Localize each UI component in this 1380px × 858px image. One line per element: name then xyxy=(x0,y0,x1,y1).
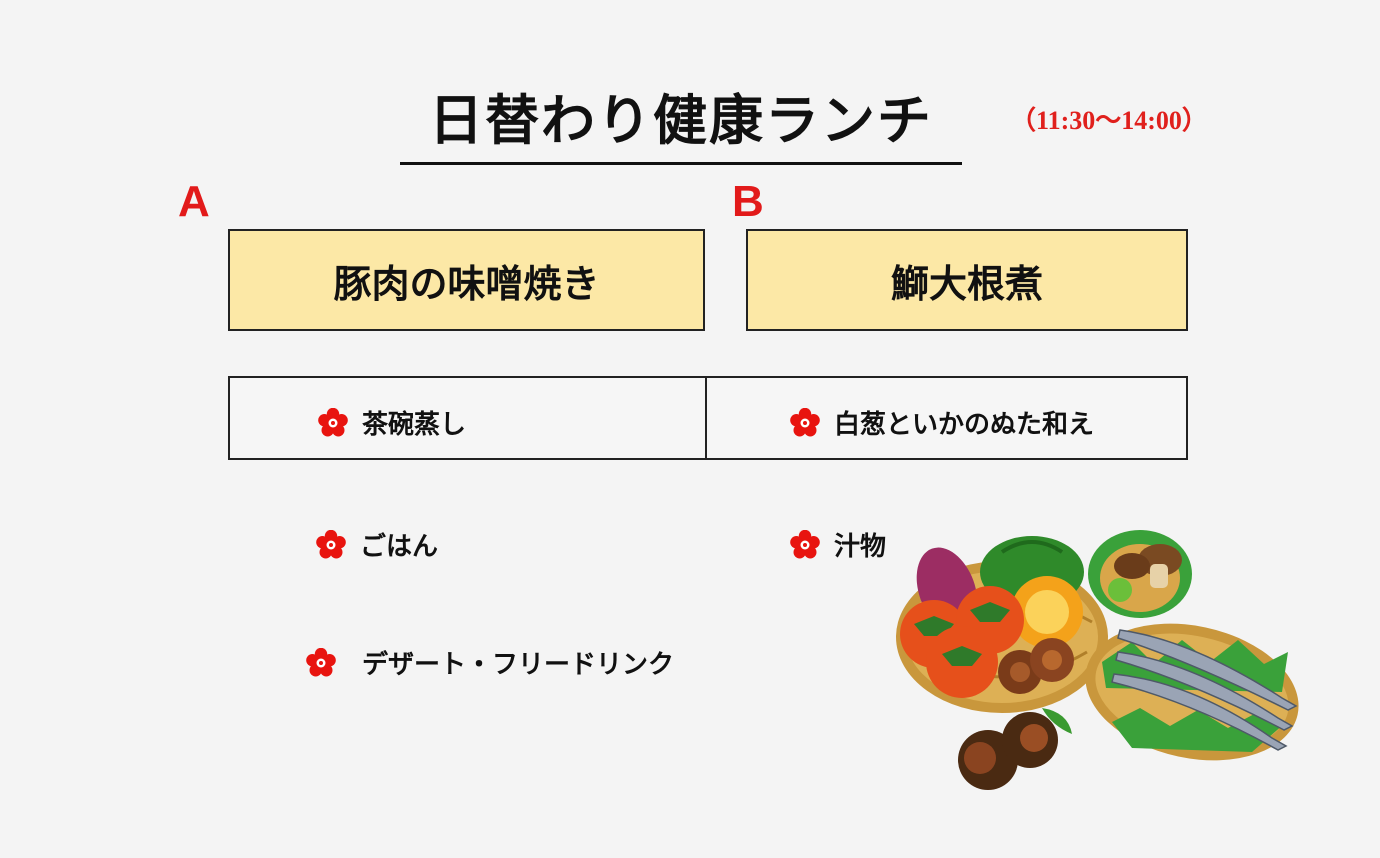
plum-flower-icon xyxy=(316,529,346,558)
extras-item: デザート・フリードリンク xyxy=(306,644,674,681)
menu-b-side-text: 白葱といかのぬた和え xyxy=(834,410,1095,440)
extras-text: デザート・フリードリンク xyxy=(362,650,675,680)
menu-b-side-item: 白葱といかのぬた和え xyxy=(790,404,1094,441)
title-underline xyxy=(400,162,962,165)
rice-item: ごはん xyxy=(316,526,438,563)
page-title: 日替わり健康ランチ xyxy=(429,88,933,152)
menu-b-label: B xyxy=(732,177,764,226)
menu-a-label: A xyxy=(178,177,210,226)
plum-flower-icon xyxy=(790,529,820,558)
serving-hours: （11:30〜14:00） xyxy=(1010,106,1208,135)
side-dish-box xyxy=(228,376,1188,460)
menu-a-main-dish: 豚肉の味噌焼き xyxy=(228,229,705,331)
soup-item: 汁物 xyxy=(790,526,886,563)
soup-text: 汁物 xyxy=(834,532,887,562)
plum-flower-icon xyxy=(318,407,348,436)
side-dish-divider xyxy=(705,378,707,458)
menu-a-side-item: 茶碗蒸し xyxy=(318,404,466,441)
plum-flower-icon xyxy=(306,647,336,676)
menu-b-main-dish: 鰤大根煮 xyxy=(746,229,1188,331)
menu-a-side-text: 茶碗蒸し xyxy=(362,410,467,440)
autumn-harvest-illustration xyxy=(896,530,1299,790)
plum-flower-icon xyxy=(790,407,820,436)
rice-text: ごはん xyxy=(360,532,439,562)
